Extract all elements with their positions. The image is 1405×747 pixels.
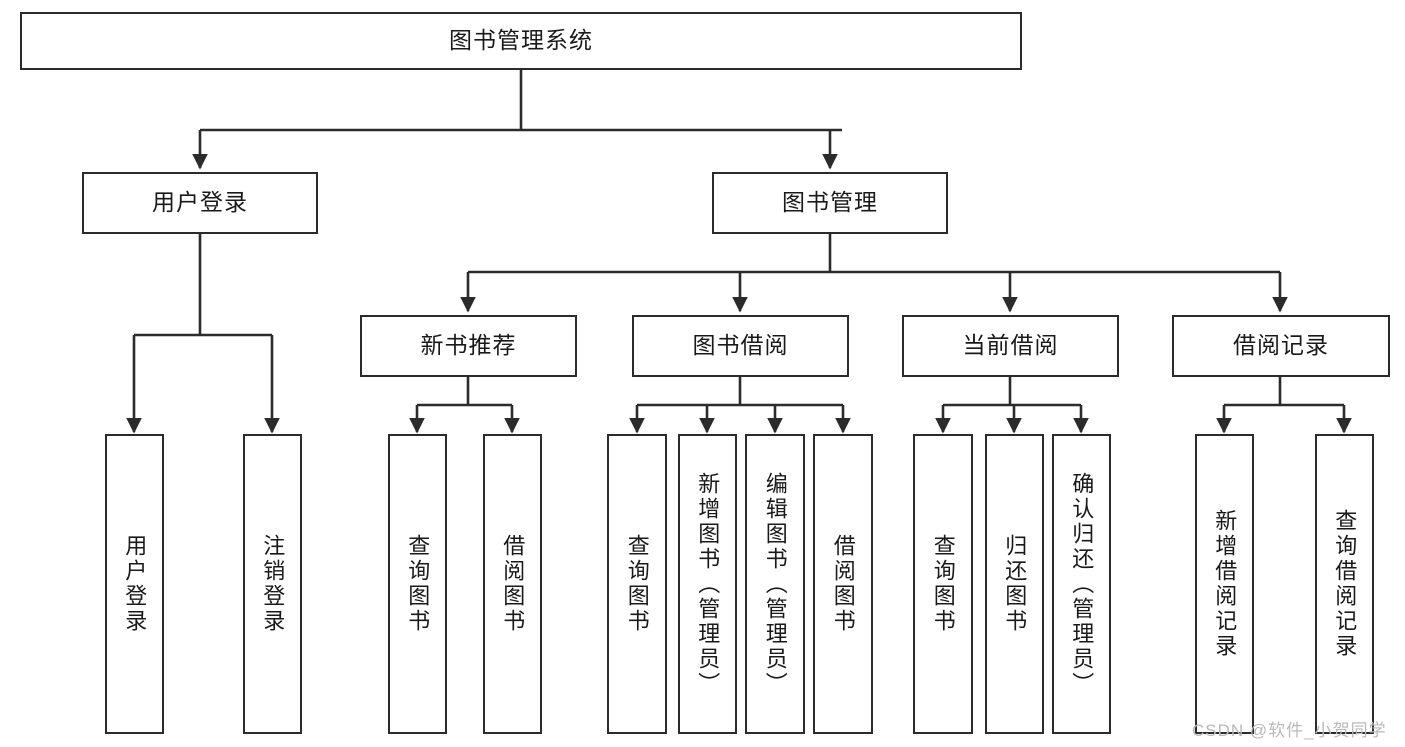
leaf-current-query-book-label: 查询图书 <box>930 534 956 634</box>
node-book-management[interactable]: 图书管理 <box>712 172 948 234</box>
node-root-system-label: 图书管理系统 <box>449 27 593 54</box>
leaf-current-confirm-return[interactable]: 确认归还（管理员） <box>1052 434 1111 734</box>
node-book-borrow[interactable]: 图书借阅 <box>632 315 849 377</box>
leaf-user-login-logout[interactable]: 注销登录 <box>243 434 302 734</box>
leaf-borrow-edit-book-label: 编辑图书（管理员） <box>762 471 788 697</box>
leaf-current-return-book-label: 归还图书 <box>1002 534 1028 634</box>
leaf-user-login-login-label: 用户登录 <box>122 534 148 634</box>
leaf-new-book-query-label: 查询图书 <box>405 534 431 634</box>
leaf-new-book-borrow[interactable]: 借阅图书 <box>483 434 542 734</box>
leaf-borrow-borrow-book-label: 借阅图书 <box>830 534 856 634</box>
node-book-borrow-label: 图书借阅 <box>692 332 789 359</box>
node-current-borrow[interactable]: 当前借阅 <box>902 315 1119 377</box>
leaf-borrow-borrow-book[interactable]: 借阅图书 <box>813 434 873 734</box>
leaf-current-query-book[interactable]: 查询图书 <box>913 434 973 734</box>
leaf-record-query-label: 查询借阅记录 <box>1332 509 1358 659</box>
node-user-login[interactable]: 用户登录 <box>82 172 318 234</box>
node-borrow-record-label: 借阅记录 <box>1233 332 1329 359</box>
node-new-book-recommend-label: 新书推荐 <box>420 332 517 359</box>
csdn-watermark: CSDN @软件_小贺同学 <box>1192 721 1387 740</box>
node-root-system[interactable]: 图书管理系统 <box>20 12 1022 70</box>
leaf-borrow-query-book[interactable]: 查询图书 <box>607 434 667 734</box>
leaf-new-book-query[interactable]: 查询图书 <box>388 434 447 734</box>
leaf-user-login-login[interactable]: 用户登录 <box>105 434 164 734</box>
leaf-new-book-borrow-label: 借阅图书 <box>500 534 526 634</box>
leaf-record-add-label: 新增借阅记录 <box>1212 509 1238 659</box>
leaf-borrow-edit-book[interactable]: 编辑图书（管理员） <box>745 434 805 734</box>
leaf-borrow-query-book-label: 查询图书 <box>624 534 650 634</box>
leaf-borrow-add-book-label: 新增图书（管理员） <box>695 471 721 697</box>
node-new-book-recommend[interactable]: 新书推荐 <box>360 315 577 377</box>
leaf-record-add[interactable]: 新增借阅记录 <box>1195 434 1254 734</box>
leaf-record-query[interactable]: 查询借阅记录 <box>1315 434 1374 734</box>
leaf-borrow-add-book[interactable]: 新增图书（管理员） <box>678 434 737 734</box>
node-borrow-record[interactable]: 借阅记录 <box>1172 315 1390 377</box>
node-book-management-label: 图书管理 <box>782 189 878 216</box>
leaf-current-return-book[interactable]: 归还图书 <box>985 434 1044 734</box>
node-user-login-label: 用户登录 <box>152 189 248 216</box>
leaf-user-login-logout-label: 注销登录 <box>260 534 286 634</box>
leaf-current-confirm-return-label: 确认归还（管理员） <box>1069 471 1095 697</box>
node-current-borrow-label: 当前借阅 <box>962 332 1059 359</box>
